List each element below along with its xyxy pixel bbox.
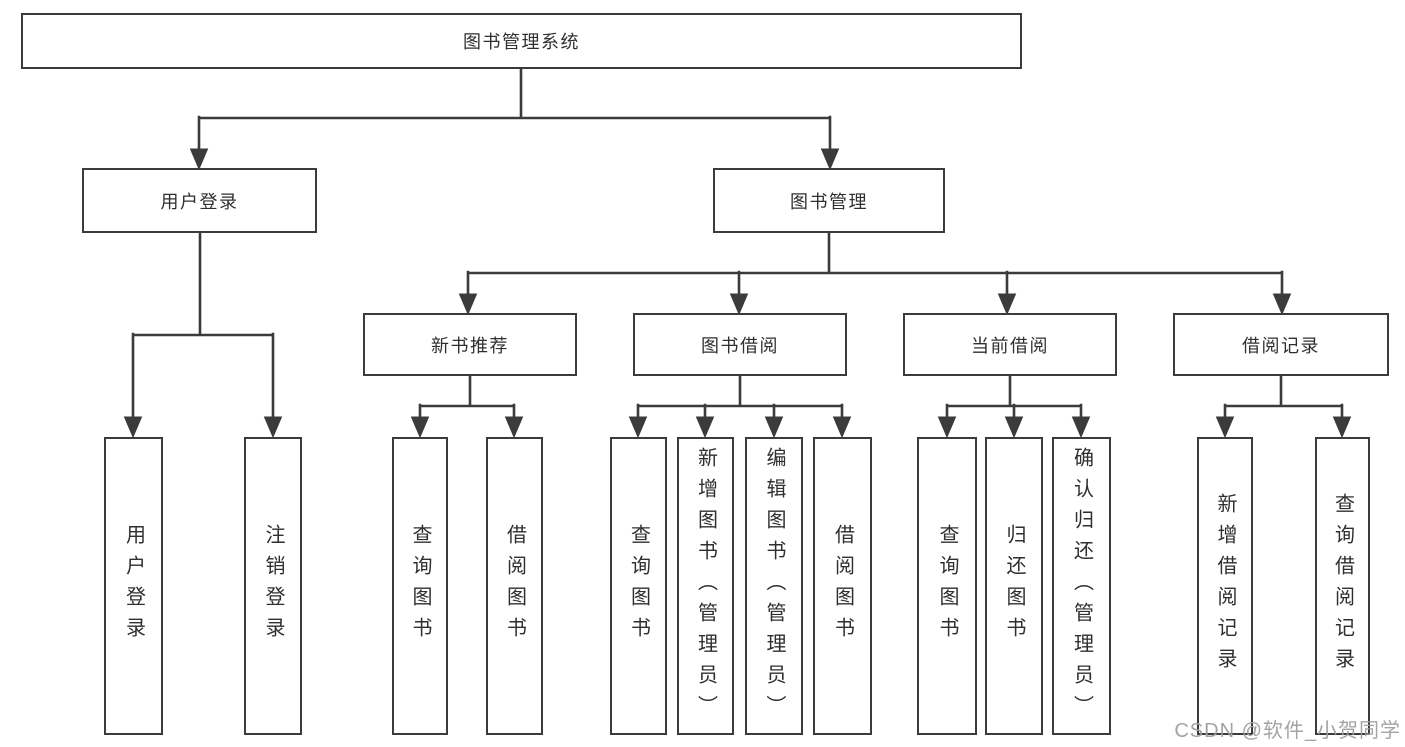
node-label: 查询图书 <box>409 524 431 648</box>
leaf-return-books: 归还图书 <box>985 437 1043 735</box>
leaf-edit-books-admin: 编辑图书（管理员） <box>745 437 803 735</box>
node-label: 用户登录 <box>122 524 145 648</box>
leaf-borrow-books-1: 借阅图书 <box>486 437 543 735</box>
node-label: 用户登录 <box>160 191 239 212</box>
leaf-query-books-1: 查询图书 <box>392 437 448 735</box>
node-label: 新增借阅记录 <box>1214 493 1236 679</box>
node-label: 注销登录 <box>262 524 284 648</box>
node-label: 借阅图书 <box>831 524 854 648</box>
node-label: 图书借阅 <box>701 335 779 356</box>
leaf-user-login: 用户登录 <box>104 437 163 735</box>
node-user-login: 用户登录 <box>82 168 317 233</box>
leaf-borrow-books-2: 借阅图书 <box>813 437 872 735</box>
node-label: 当前借阅 <box>971 335 1049 356</box>
leaf-query-borrow-record: 查询借阅记录 <box>1315 437 1370 735</box>
node-label: 新增图书（管理员） <box>694 446 717 726</box>
arrowheads <box>123 148 1352 439</box>
node-label: 新书推荐 <box>431 335 509 356</box>
node-label: 确认归还（管理员） <box>1070 446 1093 726</box>
node-label: 查询借阅记录 <box>1331 493 1354 679</box>
node-label: 查询图书 <box>627 524 650 648</box>
leaf-confirm-return-admin: 确认归还（管理员） <box>1052 437 1111 735</box>
node-label: 图书管理系统 <box>463 32 580 52</box>
node-label: 借阅记录 <box>1242 335 1320 356</box>
node-label: 借阅图书 <box>503 524 526 648</box>
node-book-borrow: 图书借阅 <box>633 313 847 376</box>
leaf-logout: 注销登录 <box>244 437 302 735</box>
connector-lines <box>131 67 1344 422</box>
node-label: 查询图书 <box>936 524 958 648</box>
csdn-watermark: CSDN @软件_小贺同学 <box>1174 720 1401 742</box>
node-library-management-system: 图书管理系统 <box>21 13 1022 69</box>
leaf-add-borrow-record: 新增借阅记录 <box>1197 437 1253 735</box>
node-borrow-records: 借阅记录 <box>1173 313 1389 376</box>
leaf-query-books-3: 查询图书 <box>917 437 977 735</box>
node-new-book-recommend: 新书推荐 <box>363 313 577 376</box>
node-label: 归还图书 <box>1003 524 1025 648</box>
node-current-borrow: 当前借阅 <box>903 313 1117 376</box>
node-book-management: 图书管理 <box>713 168 945 233</box>
leaf-query-books-2: 查询图书 <box>610 437 667 735</box>
leaf-add-books-admin: 新增图书（管理员） <box>677 437 734 735</box>
node-label: 编辑图书（管理员） <box>763 446 785 726</box>
node-label: 图书管理 <box>790 191 868 212</box>
